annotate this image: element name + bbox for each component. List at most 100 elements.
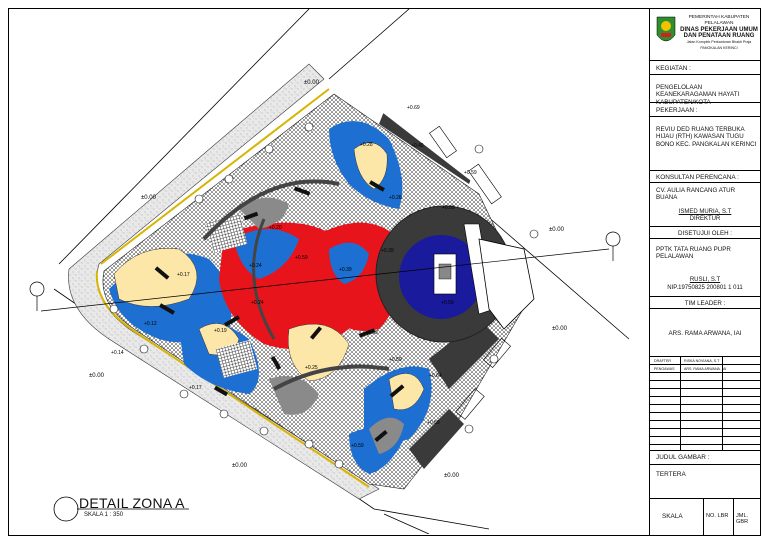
pekerjaan-value: REVIU DED RUANG TERBUKA HIJAU (RTH) KAWA… xyxy=(656,126,757,148)
level-label: +0.39 xyxy=(365,330,378,336)
level-label: +0.25 xyxy=(305,365,318,371)
header-line-5: PANGKALAN KERINCI xyxy=(700,46,738,50)
level-label: +0.12 xyxy=(144,321,157,327)
team-label-cell: TIM LEADER : xyxy=(650,297,760,309)
row-divider xyxy=(680,357,681,451)
zone-blue-center xyxy=(234,229,299,279)
regency-emblem-icon xyxy=(656,16,676,42)
konsultan-value: CV. AULIA RANCANG ATUR BUANA xyxy=(656,187,736,202)
blank-row xyxy=(650,373,760,381)
konsultan-label-cell: KONSULTAN PERENCANA : xyxy=(650,171,760,183)
level-label: +0.14 xyxy=(111,350,124,356)
kegiatan-label: KEGIATAN : xyxy=(656,65,691,72)
zone-gray-3 xyxy=(369,417,404,454)
konsultan-role: DIREKTUR xyxy=(689,216,721,222)
skala-label: SKALA xyxy=(662,513,683,520)
header-cell: PEMERINTAH KABUPATEN PELALAWAN DINAS PEK… xyxy=(650,9,760,61)
pekerjaan-value-cell: REVIU DED RUANG TERBUKA HIJAU (RTH) KAWA… xyxy=(650,117,760,171)
section-marker-left xyxy=(29,281,45,311)
judul-value: TERTERA xyxy=(656,471,686,478)
level-label: +0.24 xyxy=(251,300,264,306)
level-label: +0.39 xyxy=(381,248,394,254)
level-label: +0.24 xyxy=(249,263,262,269)
road-boundary-outer xyxy=(58,9,310,265)
level-label: +0.59 xyxy=(351,443,364,449)
konsultan-label: KONSULTAN PERENCANA : xyxy=(656,174,739,181)
staff-role: PENGAWAS xyxy=(654,366,675,371)
level-label: +0.28 xyxy=(389,195,402,201)
level-label: +0.20 xyxy=(269,225,282,231)
disetujui-signer: RUSLI, S.T xyxy=(689,277,721,283)
jmlgbr-label: JML. GBR xyxy=(736,513,749,525)
detail-marker xyxy=(53,496,79,522)
level-label: +0.59 xyxy=(441,300,454,306)
header-text: PEMERINTAH KABUPATEN PELALAWAN DINAS PEK… xyxy=(680,15,758,51)
walkway-arc-1 xyxy=(202,179,340,241)
road-boundary-right xyxy=(328,9,410,80)
road-yellow-line-top xyxy=(100,88,330,265)
pekerjaan-label: PEKERJAAN : xyxy=(656,107,698,114)
zone-dark-strip-3 xyxy=(409,409,464,469)
level-label: +0.39 xyxy=(339,267,352,273)
blank-row xyxy=(650,429,760,437)
disetujui-value: PPTK TATA RUANG PUPR PELALAWAN xyxy=(656,246,731,261)
zone-blue-right xyxy=(329,242,369,284)
level-label: +0.59 xyxy=(389,357,402,363)
zone-dark-strip-2 xyxy=(429,319,499,389)
blank-row xyxy=(650,421,760,429)
site-plan: ±0.00 ±0.00 ±0.00 ±0.00 ±0.00 ±0.00 ±0.0… xyxy=(29,9,630,534)
konsultan-signer: ISMED MURIA, S.T xyxy=(678,209,732,215)
drop-off-bays xyxy=(429,125,512,420)
staff-name: ARS. RAMA ARWANA, IAI xyxy=(684,366,727,371)
level-label: +0.45 xyxy=(411,143,424,149)
elev-label-2: ±0.00 xyxy=(141,195,157,201)
kegiatan-label-cell: KEGIATAN : xyxy=(650,61,760,75)
konsultan-value-cell: CV. AULIA RANCANG ATUR BUANA ISMED MURIA… xyxy=(650,183,760,227)
elev-label-4: ±0.00 xyxy=(549,227,565,233)
pekerjaan-label-cell: PEKERJAAN : xyxy=(650,103,760,117)
level-label: +0.59 xyxy=(442,205,455,211)
nolbr-label: NO. LBR xyxy=(706,513,729,519)
blank-row xyxy=(650,381,760,389)
section-marker-right xyxy=(605,231,621,261)
zone-sand-lower-right xyxy=(388,373,425,411)
level-label: +0.28 xyxy=(360,142,373,148)
level-label: +0.59 xyxy=(427,420,440,426)
section-line xyxy=(40,248,610,312)
footer-divider xyxy=(733,499,734,535)
level-label: +0.59 xyxy=(295,255,308,261)
header-line-4: Jalan Komplek Perkantoran Bhakti Praja xyxy=(686,40,752,44)
stage-inner xyxy=(438,263,452,280)
blank-row xyxy=(650,389,760,397)
benches xyxy=(154,180,405,443)
footer-cell: SKALA NO. LBR JML. GBR xyxy=(650,499,760,535)
title-block: PEMERINTAH KABUPATEN PELALAWAN DINAS PEK… xyxy=(649,9,761,535)
road-yellow-line xyxy=(95,270,370,488)
trees xyxy=(109,122,539,469)
level-label: +0.64 xyxy=(429,373,442,379)
level-label: +0.17 xyxy=(189,385,202,391)
level-label: +0.19 xyxy=(214,328,227,334)
elev-label-7: ±0.00 xyxy=(89,373,105,379)
team-value-cell: ARS. RAMA ARWANA, IAI xyxy=(650,309,760,357)
header-line-2: DINAS PEKERJAAN UMUM xyxy=(680,27,758,33)
elev-label-3: ±0.00 xyxy=(552,326,568,332)
kegiatan-value-cell: PENGELOLAAN KEANEKARAGAMAN HAYATI KABUPA… xyxy=(650,75,760,106)
level-label: +0.69 xyxy=(407,105,420,111)
blank-row xyxy=(650,437,760,445)
blank-row xyxy=(650,445,760,451)
elev-label-6: ±0.00 xyxy=(444,473,460,479)
elev-label-1: ±0.00 xyxy=(304,80,320,86)
team-label: TIM LEADER : xyxy=(684,300,726,307)
walkway-arc-2 xyxy=(273,364,390,391)
zone-sand-top xyxy=(353,142,388,190)
header-line-1: PEMERINTAH KABUPATEN PELALAWAN xyxy=(688,15,750,26)
blank-row xyxy=(650,413,760,421)
disetujui-value-cell: PPTK TATA RUANG PUPR PELALAWAN RUSLI, S.… xyxy=(650,239,760,297)
staff-name: RISKA NOVIANA, S.T xyxy=(684,358,720,363)
right-boundary xyxy=(478,208,630,340)
bottom-boundary xyxy=(383,513,430,534)
header-line-3: DAN PENATAAN RUANG xyxy=(683,33,755,39)
kegiatan-value: PENGELOLAAN KEANEKARAGAMAN HAYATI KABUPA… xyxy=(656,84,740,106)
elev-label-5: ±0.00 xyxy=(232,463,248,469)
